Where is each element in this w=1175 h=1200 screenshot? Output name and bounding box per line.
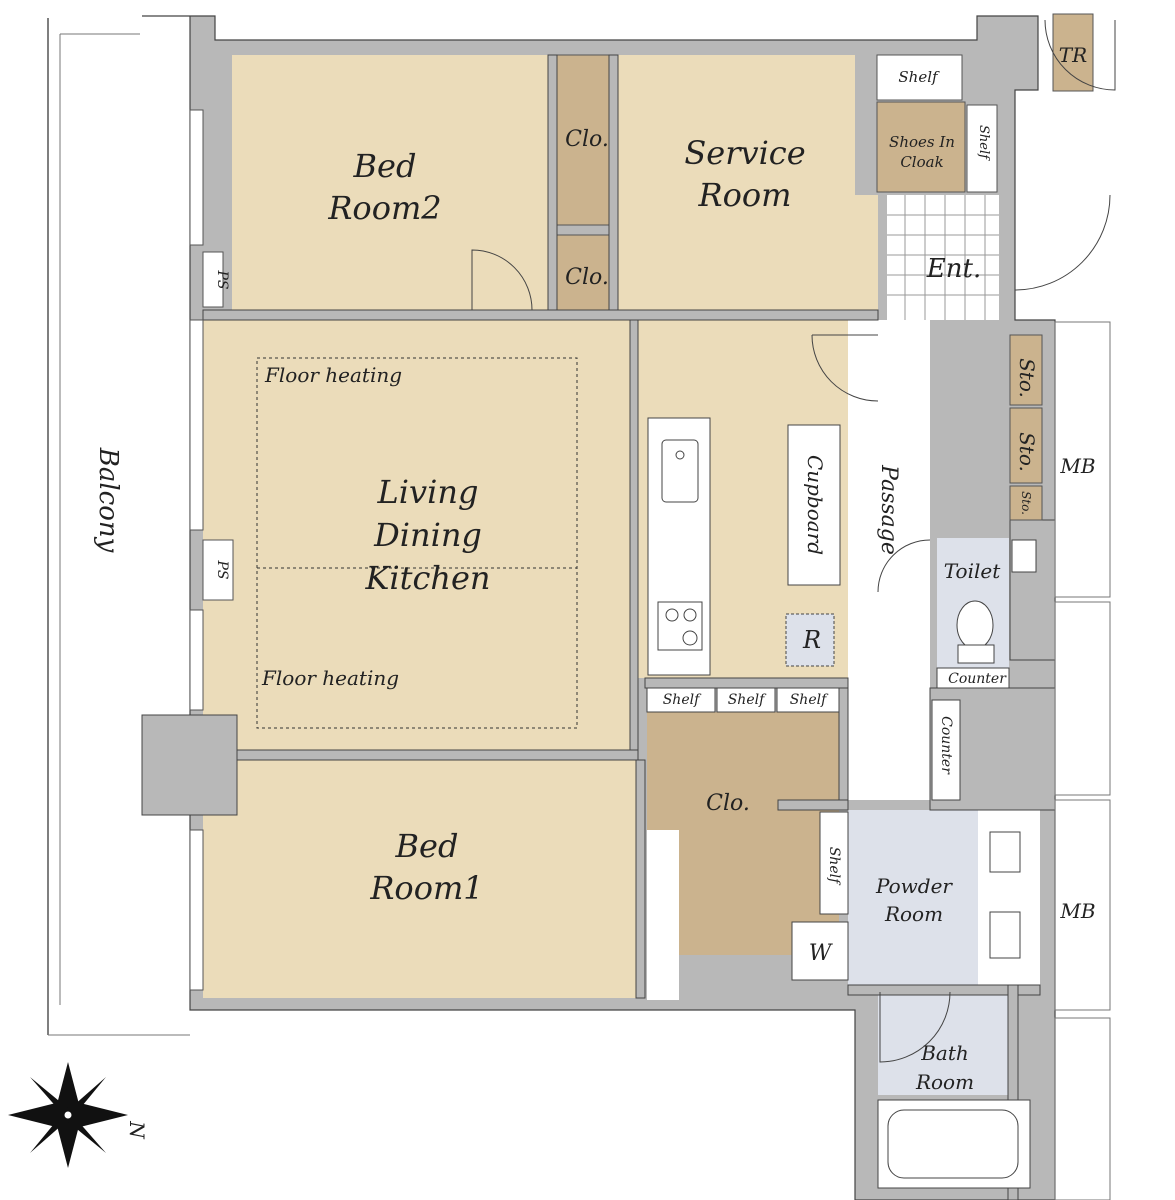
service-room-line2: Room: [698, 176, 792, 214]
basin-2: [989, 911, 1021, 959]
bath-room-line1: Bath: [920, 1041, 969, 1065]
shoes-cloak-line1: Shoes In: [889, 133, 955, 151]
balcony: Balcony: [47, 18, 190, 1036]
compass-north-label: N: [125, 1120, 149, 1140]
passage-counter: [931, 699, 961, 801]
service-room-line1: Service: [684, 134, 805, 172]
toilet-basin: [1011, 539, 1037, 573]
column-left: [141, 714, 238, 816]
mb-label-upper: MB: [1059, 454, 1095, 478]
shelf-label-1: Shelf: [663, 692, 702, 708]
sto-label-1: Sto.: [1015, 358, 1039, 398]
shelf-label-3: Shelf: [790, 692, 829, 708]
ldk-line1: Living: [377, 473, 479, 511]
left-windows: [189, 109, 204, 991]
tr-label: TR: [1059, 43, 1087, 67]
washer-label: W: [809, 941, 834, 966]
fridge-space: [785, 613, 835, 667]
shoes-cloak-line2: Cloak: [900, 153, 943, 171]
sink-icon: [661, 439, 699, 503]
cupboard: [787, 424, 841, 586]
shelf-side-label: Shelf: [976, 125, 991, 161]
mb-label-lower: MB: [1059, 899, 1095, 923]
shelf-label-2: Shelf: [728, 692, 767, 708]
clo-shelves: [646, 687, 840, 713]
shelf-top-label: Shelf: [898, 68, 940, 86]
ps-upper: [202, 251, 224, 308]
clo-walkin-label: Clo.: [706, 791, 750, 816]
sto-label-2: Sto.: [1015, 432, 1039, 472]
bed-room-2-line1: Bed: [353, 147, 417, 185]
clo-upper-1: [556, 54, 610, 226]
service-room: [618, 55, 878, 310]
floor-heating-label-2: Floor heating: [261, 666, 399, 690]
floor-heating-area: [256, 357, 578, 729]
toilet-counter: [936, 667, 1010, 689]
shelf-side: [966, 104, 998, 193]
bed-room-2: [232, 55, 548, 310]
entrance: [887, 195, 999, 320]
ps-lower-label: PS: [214, 559, 230, 579]
basin-1: [989, 831, 1021, 873]
powder-room-floor: [848, 810, 978, 985]
clo-label-1: Clo.: [565, 127, 609, 152]
cupboard-label: Cupboard: [803, 455, 827, 555]
fridge-label: R: [802, 626, 821, 654]
clo-cutout: [647, 830, 679, 1000]
passage-counter-label: Counter: [938, 716, 954, 775]
bath-room-line2: Room: [915, 1070, 974, 1094]
tr-closet: [1052, 13, 1094, 92]
bed-room-1-line2: Room1: [369, 869, 483, 907]
toilet-icon: [956, 600, 994, 650]
powder-room-line1: Powder: [875, 874, 953, 898]
entrance-label: Ent.: [926, 254, 981, 284]
powder-room-line2: Room: [884, 902, 943, 926]
washer-space: [791, 921, 849, 981]
bed-room-2-line2: Room2: [327, 189, 441, 227]
balcony-label: Balcony: [93, 447, 123, 553]
ps-upper-label: PS: [214, 269, 230, 289]
powder-shelf: [819, 811, 849, 915]
ldk-line2: Dining: [373, 516, 482, 554]
clo-label-2: Clo.: [565, 265, 609, 290]
ldk-line3: Kitchen: [364, 559, 490, 597]
floor-heating-label-1: Floor heating: [264, 363, 402, 387]
storage-closets: [1009, 334, 1043, 521]
bed-room-1-line1: Bed: [395, 827, 459, 865]
ps-lower: [202, 539, 234, 601]
entrance-tiles: [887, 195, 999, 320]
meter-boxes: [1054, 321, 1111, 1200]
shoes-cloak: [876, 101, 966, 193]
compass-icon: [8, 1062, 128, 1168]
sto-label-3: Sto.: [1019, 491, 1033, 515]
bath-room-floor: [878, 995, 1008, 1095]
powder-shelf-label: Shelf: [826, 847, 842, 886]
door-swings: [471, 19, 1116, 1063]
toilet-label: Toilet: [944, 559, 1001, 583]
bed-room-1: [203, 760, 636, 998]
stove-icon: [657, 601, 703, 651]
ldk-floor: [203, 320, 638, 750]
toilet-counter-label: Counter: [948, 671, 1007, 687]
passage-label: Passage: [876, 464, 901, 555]
shelf-top: [876, 54, 963, 101]
